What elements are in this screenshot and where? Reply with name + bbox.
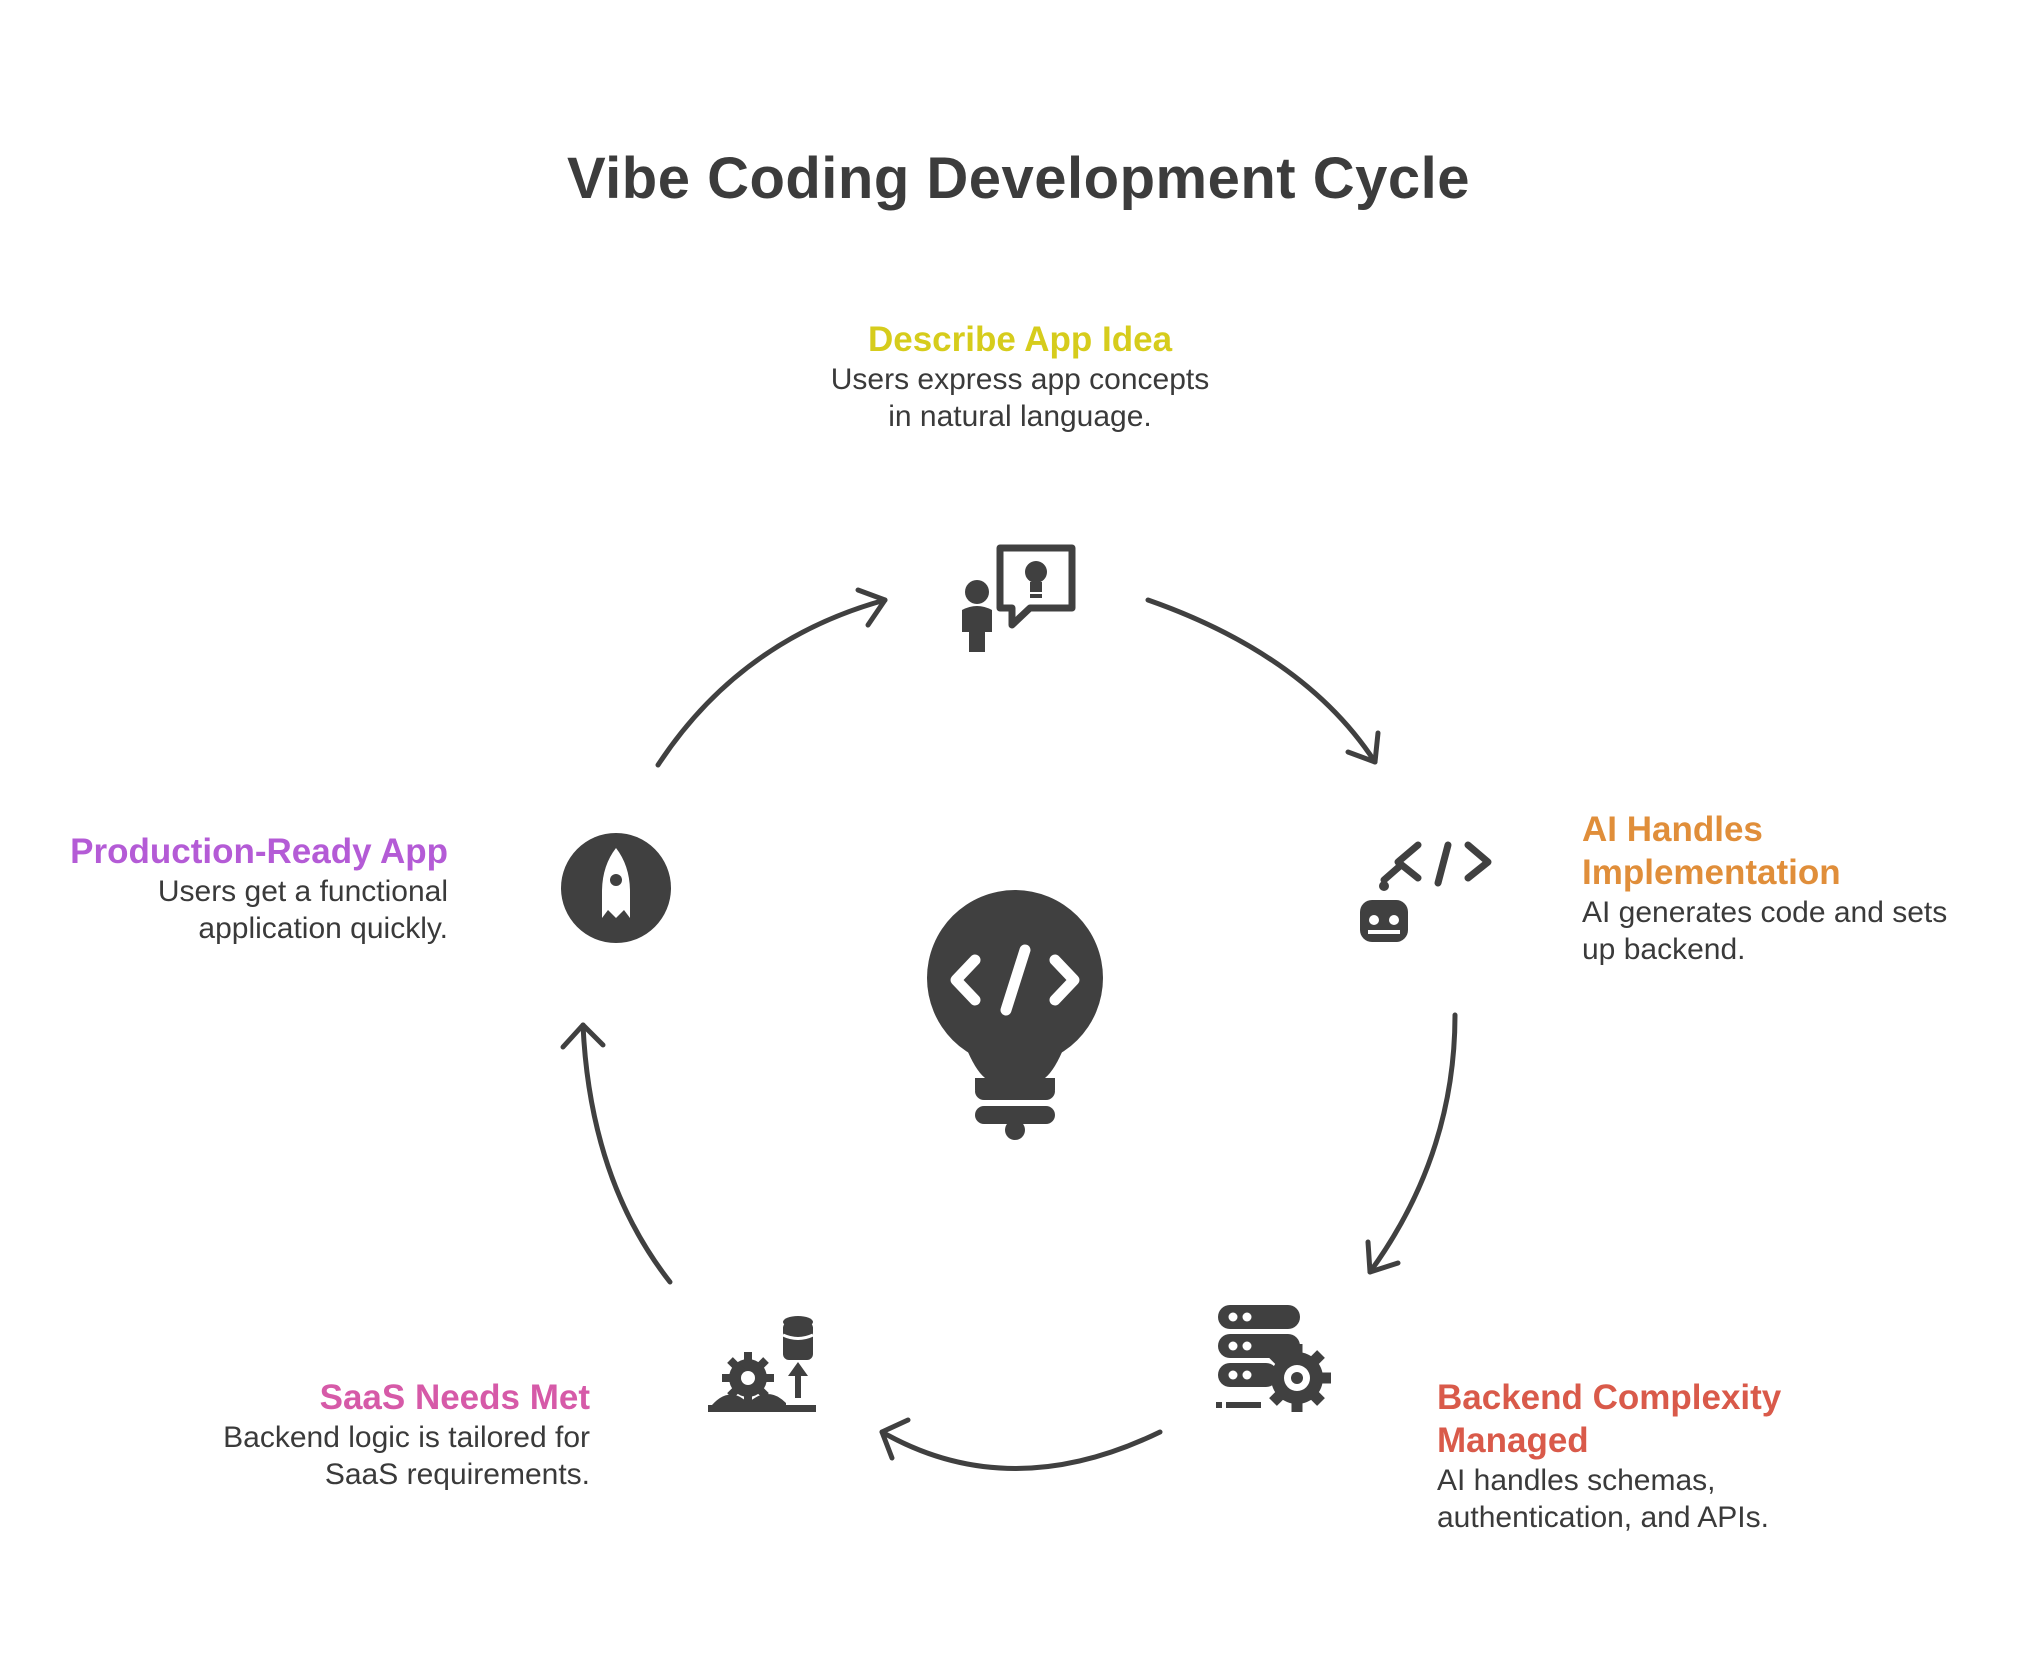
- step-ai-desc-line2: up backend.: [1582, 933, 1746, 966]
- step-ai-desc-line1: AI generates code and sets: [1582, 896, 1948, 929]
- step-production-title: Production-Ready App: [70, 832, 448, 871]
- diagram-title: Vibe Coding Development Cycle: [567, 146, 1470, 211]
- robot-code-icon: [1360, 841, 1492, 942]
- arrow-ai-to-backend: [1365, 1012, 1458, 1275]
- arrow-saas-to-production: [560, 1022, 673, 1285]
- step-ai-label: AI Handles Implementation AI generates c…: [1582, 808, 2022, 968]
- step-production-label: Production-Ready App Users get a functio…: [0, 830, 448, 947]
- step-describe-label: Describe App Idea Users express app conc…: [770, 318, 1270, 435]
- step-backend-label: Backend Complexity Managed AI handles sc…: [1437, 1376, 1937, 1536]
- step-saas-label: SaaS Needs Met Backend logic is tailored…: [90, 1376, 590, 1493]
- step-describe-desc-line1: Users express app concepts: [830, 363, 1210, 396]
- step-saas-desc-line1: Backend logic is tailored for: [223, 1421, 590, 1454]
- step-backend-title-line1: Backend Complexity: [1437, 1378, 1782, 1417]
- step-backend-desc-line1: AI handles schemas,: [1437, 1464, 1716, 1497]
- rocket-icon: [561, 833, 671, 943]
- server-gear-icon: [1216, 1305, 1331, 1412]
- arrow-production-to-describe: [655, 587, 888, 768]
- arrow-backend-to-saas: [879, 1417, 1163, 1471]
- arrow-describe-to-ai: [1145, 597, 1381, 765]
- step-backend-desc-line2: authentication, and APIs.: [1437, 1501, 1769, 1534]
- step-ai-title-line1: AI Handles: [1582, 810, 1763, 849]
- step-saas-desc-line2: SaaS requirements.: [324, 1458, 590, 1491]
- step-production-desc-line1: Users get a functional: [157, 875, 448, 908]
- step-saas-title: SaaS Needs Met: [319, 1378, 590, 1417]
- person-idea-icon: [962, 544, 1076, 652]
- step-production-desc-line2: application quickly.: [198, 912, 448, 945]
- lightbulb-code-icon: [927, 890, 1103, 1140]
- gear-database-icon: [708, 1316, 816, 1412]
- step-backend-title-line2: Managed: [1437, 1421, 1589, 1460]
- step-describe-desc-line2: in natural language.: [888, 400, 1152, 433]
- step-ai-title-line2: Implementation: [1582, 853, 1841, 892]
- step-describe-title: Describe App Idea: [867, 320, 1173, 359]
